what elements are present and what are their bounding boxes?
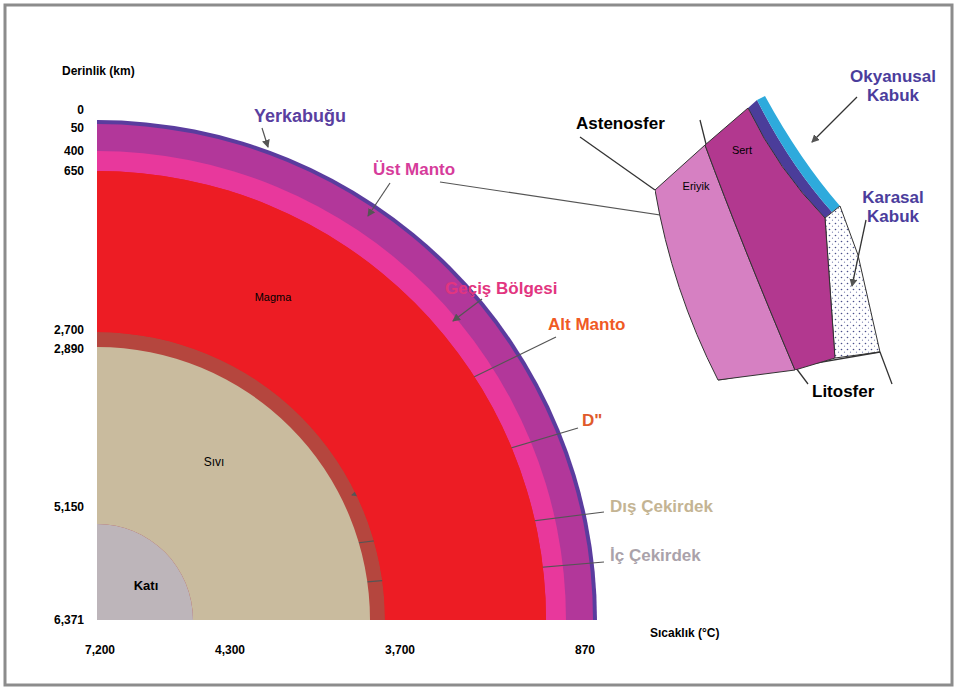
scale-value: 3,700	[385, 644, 415, 657]
layer-state: Sıvı	[204, 455, 225, 469]
band-shape	[97, 524, 193, 620]
layer-name: Üst Manto	[373, 161, 455, 180]
layer-name: Karasal Kabuk	[843, 189, 943, 226]
band-shape	[705, 108, 835, 370]
scale-value: 870	[575, 644, 595, 657]
layer-name: D"	[582, 412, 602, 431]
scale-value: 400	[64, 145, 84, 158]
layer-name: Dış Çekirdek	[610, 498, 713, 517]
scale-value: 2,890	[54, 343, 84, 356]
scale-value: 650	[64, 165, 84, 178]
layer-state: Magma	[255, 291, 292, 303]
scale-value: 0	[77, 104, 84, 117]
scale-value: Sıcaklık (°C)	[650, 627, 720, 640]
lithosphere-band: Sert	[705, 108, 835, 370]
scale-value: 2,700	[54, 324, 84, 337]
scale-value: 7,200	[85, 644, 115, 657]
layer-name: Astenosfer	[576, 115, 665, 134]
layer-state: Sert	[732, 144, 752, 156]
scale-value: Derinlik (km)	[62, 65, 135, 78]
layer-name: Yerkabuğu	[254, 107, 346, 127]
scale-value: 6,371	[54, 614, 84, 627]
layer-name: Geçiş Bölgesi	[445, 280, 557, 299]
layer-name: Okyanusal Kabuk	[843, 68, 943, 105]
scale-value: 50	[71, 122, 84, 135]
inner-core-disk: Katı	[97, 524, 193, 620]
layer-name: Litosfer	[812, 383, 874, 402]
layer-state: Katı	[134, 578, 159, 593]
scale-value: 5,150	[54, 501, 84, 514]
scale-value: 4,300	[215, 644, 245, 657]
layer-state: Eriyik	[683, 180, 710, 192]
layer-name: İç Çekirdek	[610, 547, 701, 566]
layer-name: Alt Manto	[548, 316, 625, 335]
